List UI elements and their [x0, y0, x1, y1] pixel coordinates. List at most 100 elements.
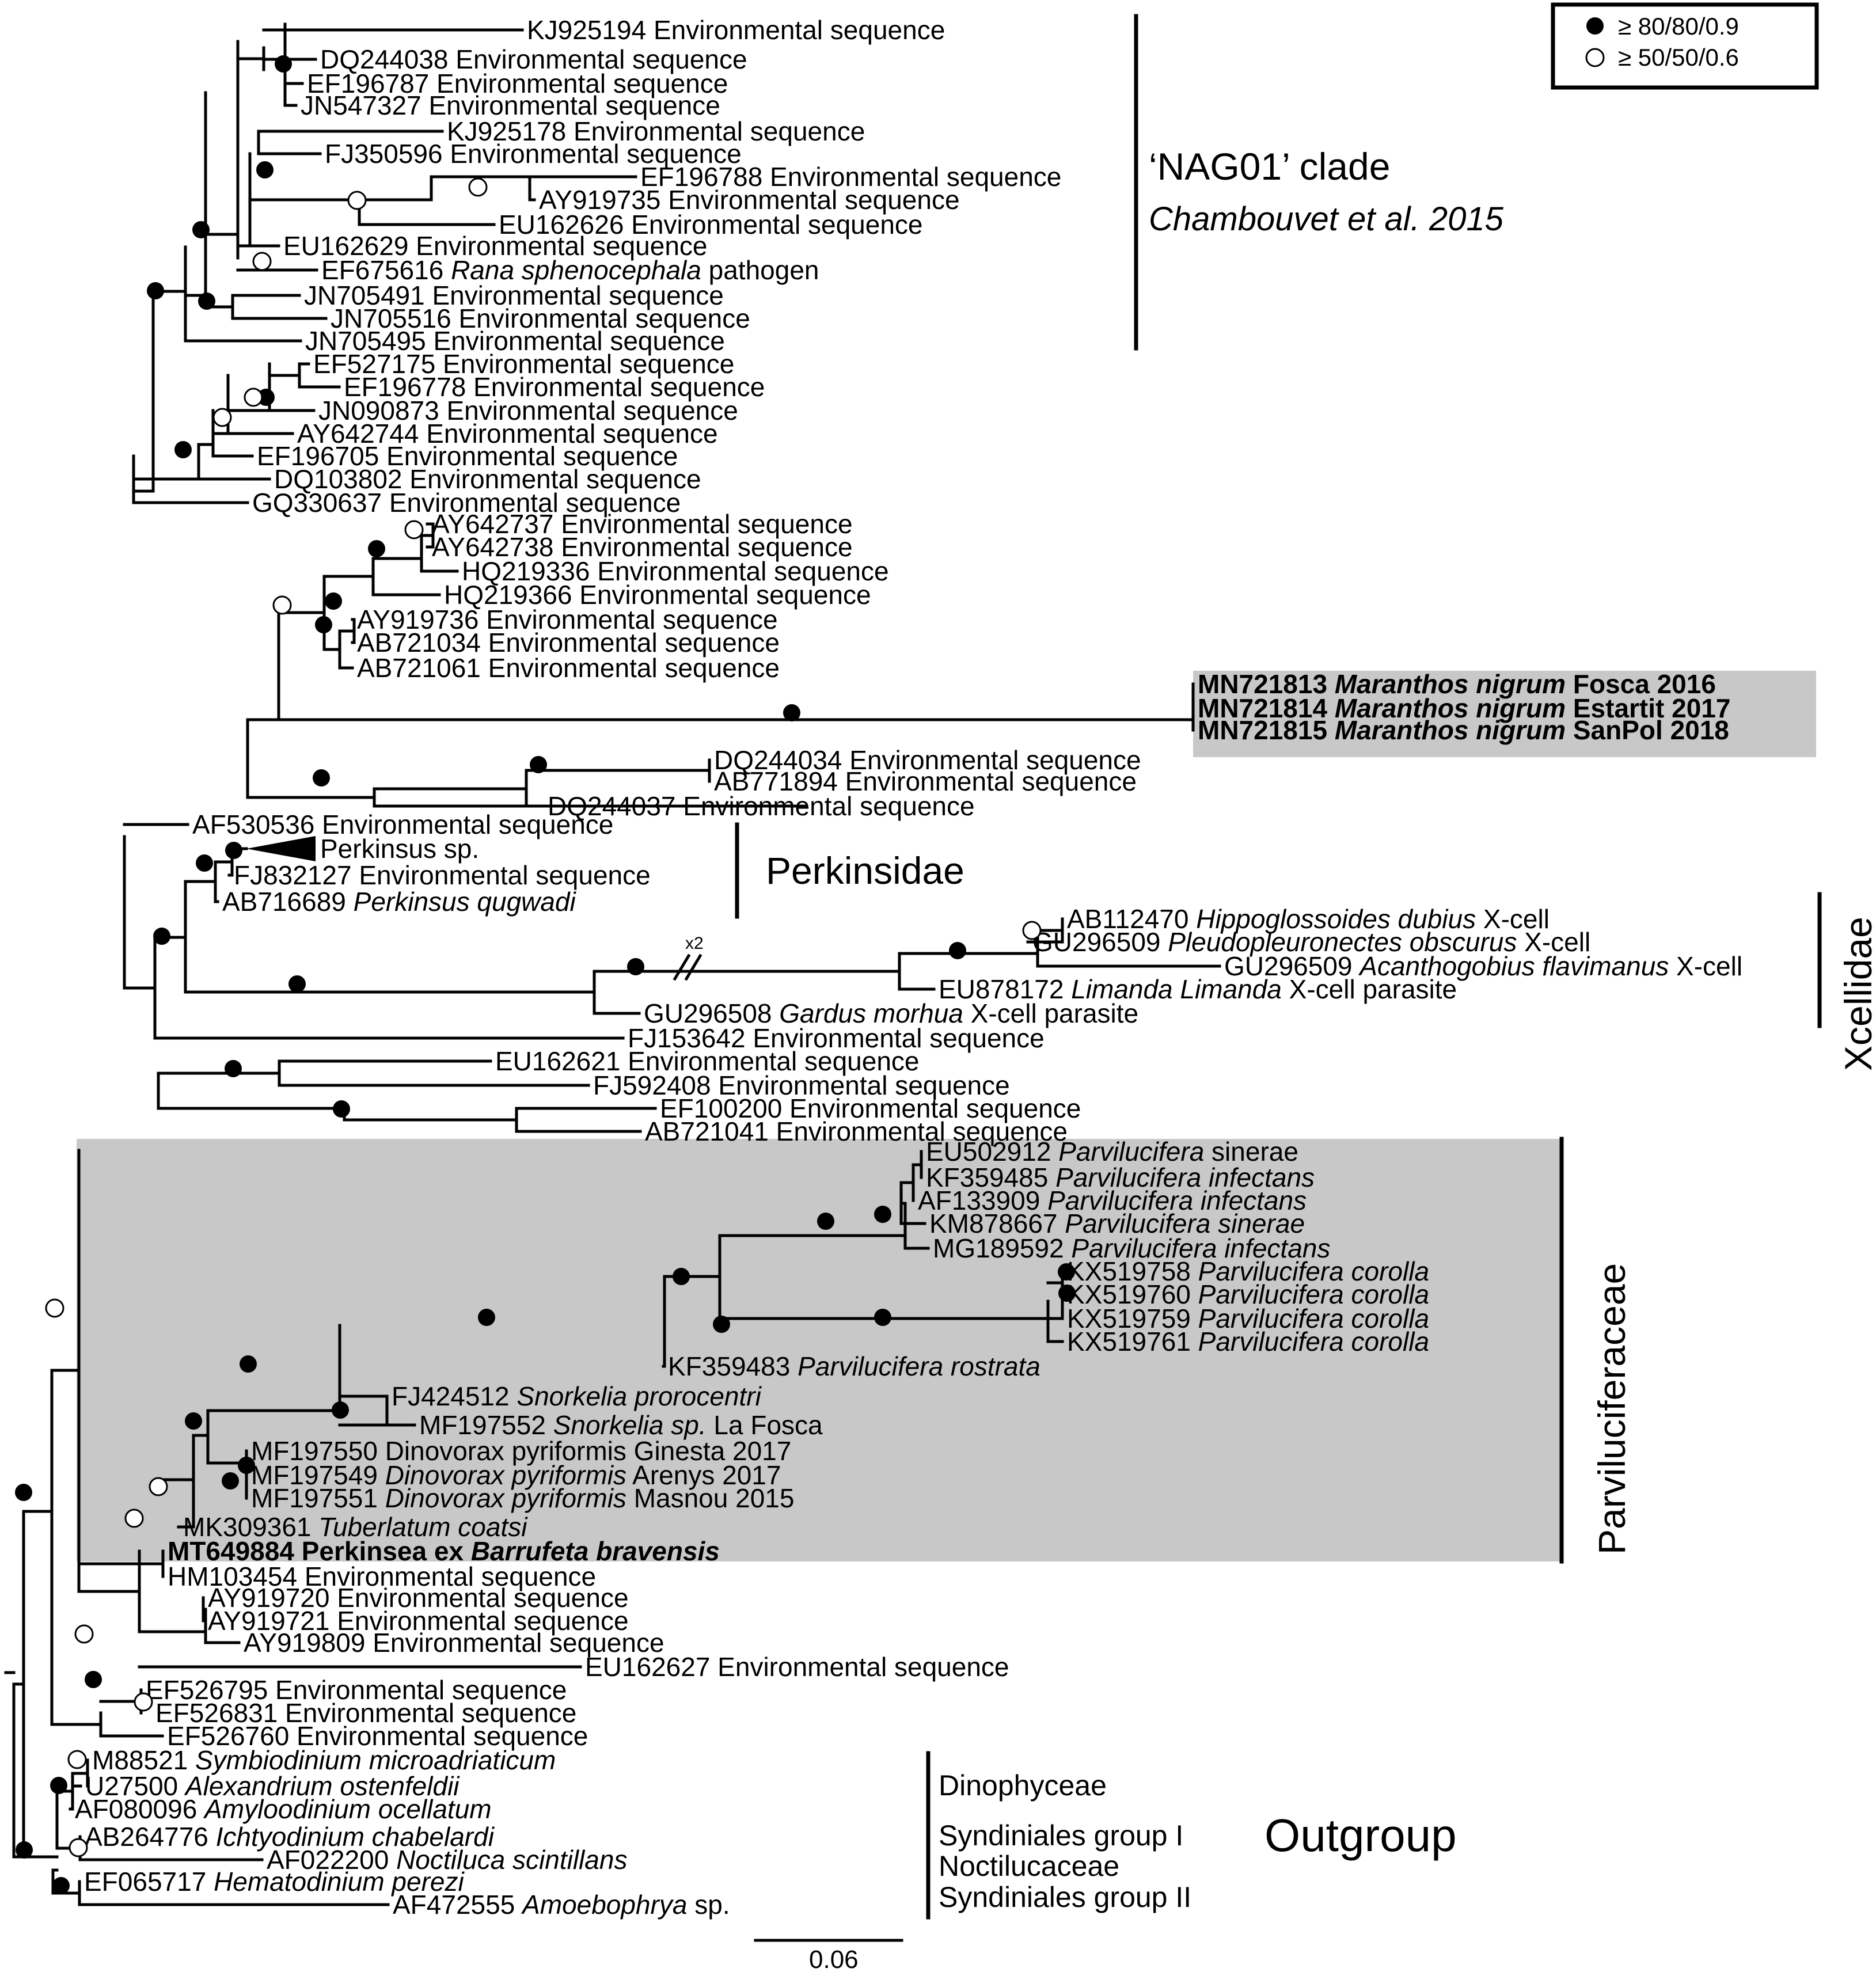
strong-support-node: [949, 942, 966, 959]
leaf-label-l4: JN547327 Environmental sequence: [301, 90, 720, 120]
noctilucaceae-label: Noctilucaceae: [939, 1850, 1119, 1882]
leaf-label-l20: DQ103802 Environmental sequence: [274, 464, 701, 494]
leaf-label-l78: AF022200 Noctiluca scintillans: [267, 1845, 627, 1875]
leaf-label-l3: EF196787 Environmental sequence: [307, 69, 728, 98]
leaf-label-l7: EF196788 Environmental sequence: [640, 162, 1061, 192]
leaf-label-l79: EF065717 Hematodinium perezi: [84, 1867, 465, 1897]
strong-support-node: [192, 221, 210, 238]
scale-bar-label: 0.06: [809, 1946, 859, 1972]
leaf-label-l61: MF197550 Dinovorax pyriformis Ginesta 20…: [251, 1436, 791, 1466]
moderate-support-node: [45, 1298, 64, 1318]
leaf-label-l14: JN705495 Environmental sequence: [305, 326, 725, 356]
strong-support-node: [673, 1268, 690, 1285]
leaf-label-l25: HQ219366 Environmental sequence: [444, 580, 871, 610]
leaf-label-l48: AB721041 Environmental sequence: [645, 1116, 1068, 1146]
leaf-label-l42: EU878172 Limanda Limanda X-cell parasite: [939, 974, 1457, 1004]
parviluciferaceae-label: Parviluciferaceae: [1590, 1263, 1633, 1555]
leaf-label-l22: AY642737 Environmental sequence: [432, 509, 853, 539]
leaf-label-l10: EU162629 Environmental sequence: [283, 231, 708, 261]
strong-support-node: [15, 1484, 32, 1501]
leaf-label-l58: KF359483 Parvilucifera rostrata: [668, 1351, 1040, 1381]
leaf-label-l35: AF530536 Environmental sequence: [192, 810, 613, 839]
leaf-label-l18: AY642744 Environmental sequence: [297, 419, 718, 449]
leaf-label-l70: EU162627 Environmental sequence: [585, 1652, 1009, 1682]
legend-moderate-label: ≥ 50/50/0.6: [1618, 44, 1739, 71]
leaf-label-l23: AY642738 Environmental sequence: [432, 532, 853, 562]
leaf-label-l57: KX519761 Parvilucifera corolla: [1067, 1327, 1429, 1357]
leaf-label-l27: AB721034 Environmental sequence: [357, 628, 780, 658]
branch-break-mark-2: [684, 953, 702, 981]
moderate-support-node: [134, 1692, 153, 1712]
leaf-label-l24: HQ219336 Environmental sequence: [462, 556, 889, 586]
moderate-support-node: [69, 1838, 88, 1857]
leaf-label-l8: AY919735 Environmental sequence: [539, 185, 960, 215]
strong-support-node: [713, 1316, 730, 1333]
leaf-label-l47: EF100200 Environmental sequence: [660, 1093, 1081, 1123]
strong-support-node: [783, 704, 800, 721]
leaf-label-l77: AB264776 Ichtyodinium chabelardi: [85, 1822, 495, 1852]
moderate-support-node: [124, 1509, 144, 1528]
leaf-label-l38: AB716689 Perkinsus qugwadi: [222, 887, 577, 917]
leaf-label-l39: AB112470 Hippoglossoides dubius X-cell: [1067, 904, 1550, 934]
strong-support-node: [313, 769, 330, 786]
leaf-label-l62: MF197549 Dinovorax pyriformis Arenys 201…: [251, 1460, 781, 1490]
leaf-label-l41: GU296509 Acanthogobius flavimanus X-cell: [1224, 951, 1742, 981]
strong-support-node: [368, 540, 385, 557]
moderate-support-node: [1022, 921, 1042, 940]
leaf-label-l21: GQ330637 Environmental sequence: [252, 488, 681, 518]
leaf-label-l6: FJ350596 Environmental sequence: [325, 139, 742, 169]
leaf-label-l46: FJ592408 Environmental sequence: [593, 1070, 1010, 1100]
support-nodes: [15, 55, 1076, 1894]
moderate-support-node: [404, 520, 424, 539]
strong-support-node: [222, 1472, 239, 1490]
strong-support-node: [1058, 1285, 1076, 1302]
strong-support-node: [50, 1777, 67, 1794]
leaf-label-l37: FJ832127 Environmental sequence: [234, 860, 651, 890]
strong-support-node: [240, 1355, 257, 1373]
branch-break-label: x2: [685, 934, 704, 953]
strong-support-node: [198, 292, 215, 310]
support-legend: ≥ 80/80/0.9 ≥ 50/50/0.6: [1551, 2, 1819, 90]
leaf-label-l55: KX519760 Parvilucifera corolla: [1067, 1279, 1429, 1309]
moderate-support-node: [252, 252, 272, 271]
moderate-support-node: [149, 1477, 168, 1496]
leaf-label-l31: MN721815 Maranthos nigrum SanPol 2018: [1198, 715, 1729, 745]
strong-support-node: [325, 592, 342, 610]
leaf-label-l49: EU502912 Parvilucifera sinerae: [926, 1137, 1298, 1167]
leaf-label-l68: AY919721 Environmental sequence: [208, 1606, 629, 1636]
leaf-label-l17: JN090873 Environmental sequence: [318, 396, 738, 425]
strong-support-node: [147, 282, 164, 299]
leaf-label-l26: AY919736 Environmental sequence: [357, 605, 778, 634]
leaf-label-l36: Perkinsus sp.: [320, 834, 479, 864]
strong-support-node: [332, 1401, 349, 1419]
leaf-labels: KJ925194 Environmental sequenceDQ244038 …: [75, 15, 1742, 1920]
leaf-label-l72: EF526831 Environmental sequence: [155, 1698, 576, 1728]
outgroup-label: Outgroup: [1264, 1810, 1457, 1861]
leaf-label-l53: MG189592 Parvilucifera infectans: [933, 1233, 1330, 1263]
leaf-label-l28: AB721061 Environmental sequence: [357, 653, 780, 683]
strong-support-node: [275, 55, 292, 73]
moderate-support-node: [272, 595, 292, 615]
strong-support-node: [225, 842, 242, 859]
leaf-label-l11: EF675616 Rana sphenocephala pathogen: [321, 255, 819, 285]
nag01-reference: Chambouvet et al. 2015: [1149, 200, 1504, 238]
leaf-label-l15: EF527175 Environmental sequence: [313, 349, 734, 379]
moderate-support-node: [212, 408, 232, 427]
nag01-clade-label: ‘NAG01’ clade: [1149, 145, 1390, 188]
leaf-label-l80: AF472555 Amoebophrya sp.: [393, 1890, 730, 1920]
leaf-label-l16: EF196778 Environmental sequence: [344, 372, 765, 402]
strong-support-node: [153, 928, 170, 945]
perkinsidae-label: Perkinsidae: [766, 849, 964, 892]
strong-support-node: [174, 441, 192, 458]
strong-support-node: [817, 1213, 834, 1230]
leaf-label-l9: EU162626 Environmental sequence: [499, 210, 923, 240]
moderate-support-node: [347, 191, 367, 210]
strong-support-node: [333, 1100, 350, 1118]
strong-support-node: [225, 1060, 242, 1077]
leaf-label-l34: DQ244037 Environmental sequence: [548, 791, 975, 821]
leaf-label-l32: DQ244034 Environmental sequence: [714, 745, 1141, 775]
leaf-label-l59: FJ424512 Snorkelia prorocentri: [392, 1381, 762, 1411]
strong-support-node: [478, 1309, 495, 1326]
strong-support-node: [315, 616, 332, 633]
moderate-support-node: [74, 1624, 94, 1644]
